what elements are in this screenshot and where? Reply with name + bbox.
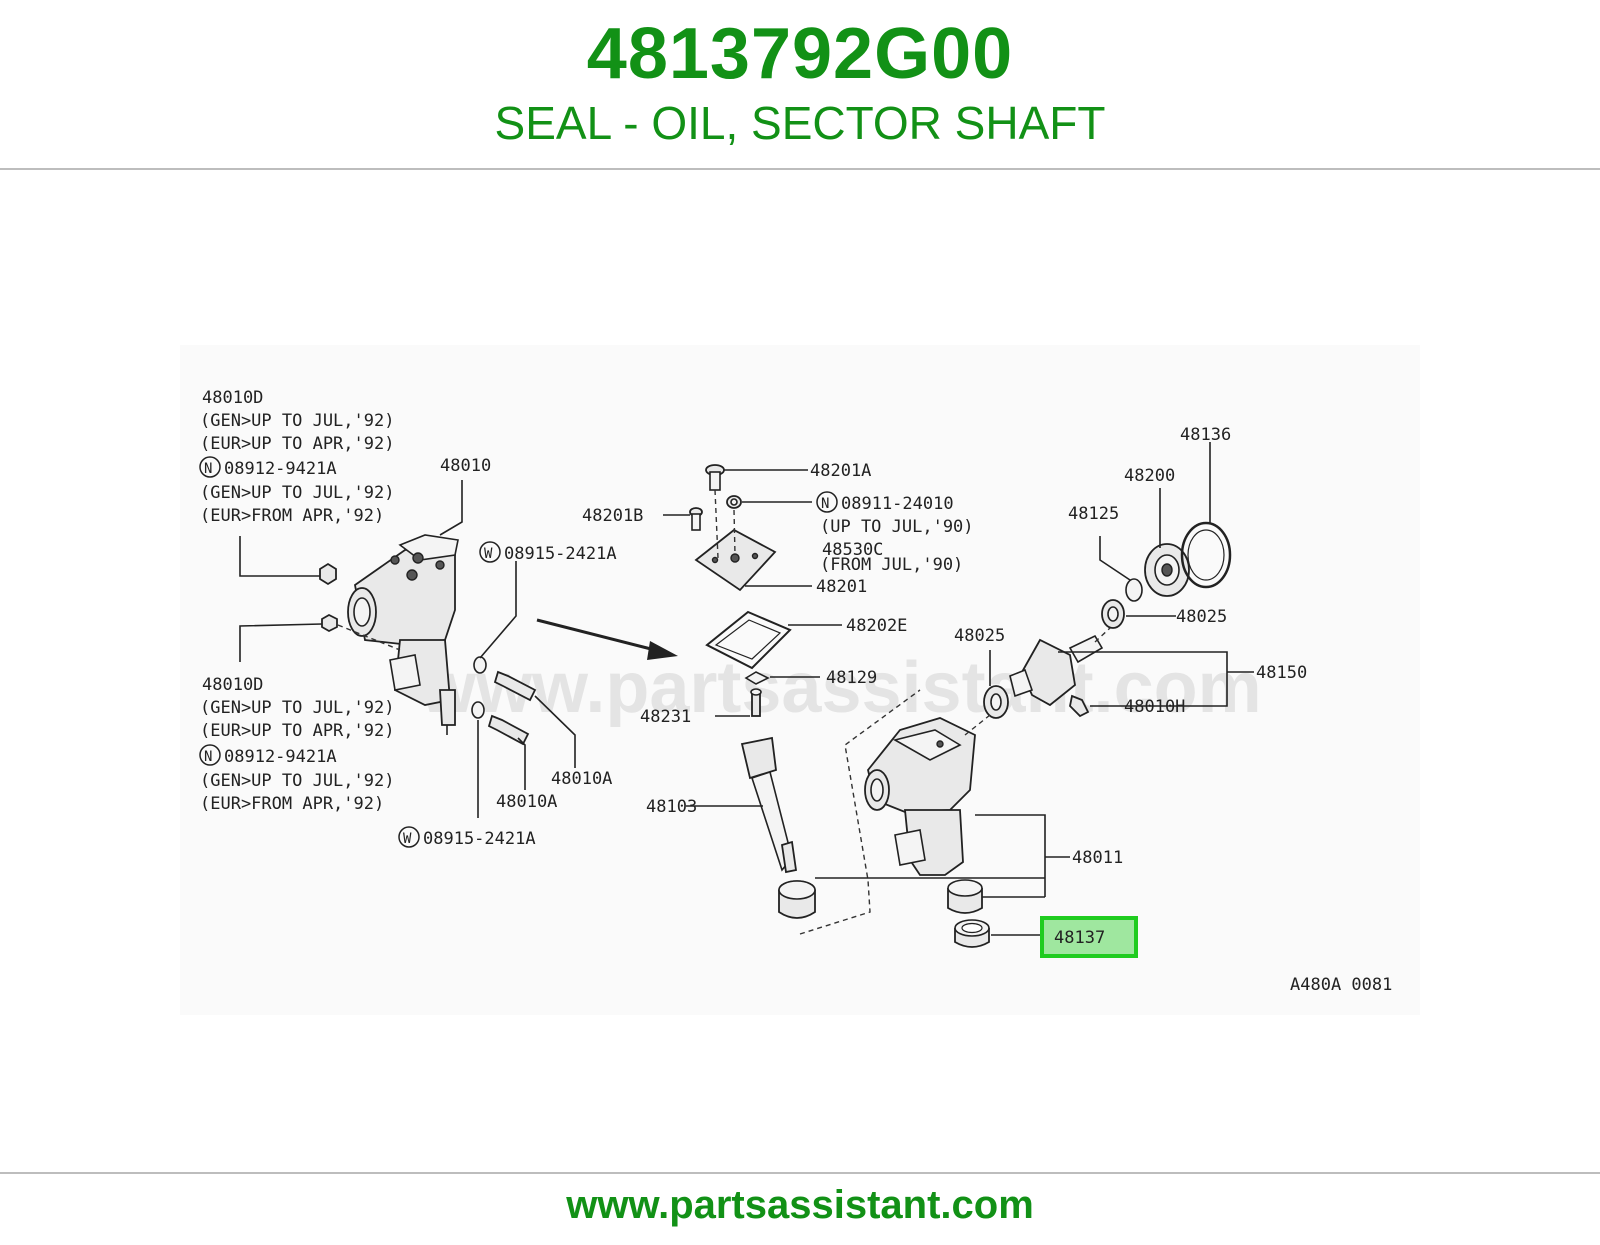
footer-divider	[0, 1172, 1600, 1174]
washer-upper	[473, 656, 487, 674]
n-symbol-c: N	[821, 496, 829, 512]
label-eur-from-apr92-b: (EUR>FROM APR,'92)	[200, 794, 384, 814]
diagram-code: A480A 0081	[1290, 975, 1392, 995]
bolt-48010h	[1069, 694, 1090, 718]
oil-seal-48137	[954, 919, 990, 948]
label-48103: 48103	[646, 797, 697, 817]
w-symbol-circle-b	[398, 826, 420, 848]
part-description: SEAL - OIL, SECTOR SHAFT	[494, 97, 1106, 149]
label-48530c: 48530C	[822, 540, 883, 560]
bushing-lower-left	[778, 880, 816, 919]
label-eur-up-to-apr92-a: (EUR>UP TO APR,'92)	[200, 434, 394, 454]
label-48137[interactable]: 48137	[1054, 928, 1105, 948]
label-from-jul90: (FROM JUL,'90)	[820, 555, 963, 575]
label-48201a: 48201A	[810, 461, 871, 481]
w-symbol-b: W	[403, 831, 412, 847]
label-48010: 48010	[440, 456, 491, 476]
label-n08911: 08911-24010	[841, 494, 954, 514]
label-48011: 48011	[1072, 848, 1123, 868]
n-symbol-circle-a	[199, 456, 221, 478]
highlight-box-48137[interactable]	[1040, 916, 1138, 958]
label-48201b: 48201B	[582, 506, 643, 526]
screw-48231	[750, 688, 762, 717]
label-gen-up-to-jul92-b: (GEN>UP TO JUL,'92)	[200, 483, 394, 503]
label-48010a-lower: 48010A	[496, 792, 557, 812]
label-48136: 48136	[1180, 425, 1231, 445]
bolt-48010a-upper	[493, 670, 537, 702]
steering-gear-assembly-left	[347, 534, 459, 735]
n-symbol-circle-b	[199, 744, 221, 766]
n-symbol-a: N	[204, 461, 212, 477]
footer-website-link[interactable]: www.partsassistant.com	[566, 1183, 1034, 1227]
label-48150: 48150	[1256, 663, 1307, 683]
washer-48129	[744, 671, 770, 685]
lock-nut-48136	[1180, 521, 1232, 589]
adjusting-plug-48200	[1144, 543, 1190, 597]
nut-48010d-upper	[319, 562, 337, 586]
label-48010h: 48010H	[1124, 697, 1185, 717]
bushing-48011	[947, 879, 983, 914]
label-48025-lower: 48025	[954, 626, 1005, 646]
label-48129: 48129	[826, 668, 877, 688]
label-up-to-jul90: (UP TO JUL,'90)	[820, 517, 974, 537]
label-eur-up-to-apr92-b: (EUR>UP TO APR,'92)	[200, 721, 394, 741]
label-48010d-lower: 48010D	[202, 675, 263, 695]
n-symbol-b: N	[204, 749, 212, 765]
nut-08911	[726, 495, 742, 509]
label-48202e: 48202E	[846, 616, 907, 636]
label-eur-from-apr92-a: (EUR>FROM APR,'92)	[200, 506, 384, 526]
w-symbol-circle-a	[479, 541, 501, 563]
label-gen-up-to-jul92-d: (GEN>UP TO JUL,'92)	[200, 771, 394, 791]
bearing-48025-lower	[983, 685, 1009, 719]
cover-48201	[694, 528, 777, 592]
bolt-48201b	[689, 507, 703, 531]
label-48025-upper: 48025	[1176, 607, 1227, 627]
watermark-text: www.partsassistant.com	[419, 648, 1262, 728]
label-w08915-b: 08915-2421A	[423, 829, 536, 849]
nut-48010d-lower	[321, 613, 338, 633]
part-number-title: 4813792G00	[586, 14, 1014, 94]
label-n08912-b: 08912-9421A	[224, 747, 337, 767]
gasket-48202e	[705, 610, 792, 670]
arrow-icon	[536, 618, 678, 660]
washer-lower	[471, 701, 485, 719]
label-48231: 48231	[640, 707, 691, 727]
gear-housing-48011	[864, 717, 976, 876]
bolt-48201a	[705, 464, 725, 491]
label-48200: 48200	[1124, 466, 1175, 486]
worm-shaft-48150	[1009, 634, 1104, 707]
w-symbol-a: W	[484, 546, 493, 562]
label-48010d-upper: 48010D	[202, 388, 263, 408]
label-w08915-a: 08915-2421A	[504, 544, 617, 564]
label-48125: 48125	[1068, 504, 1119, 524]
label-48201: 48201	[816, 577, 867, 597]
label-gen-up-to-jul92-a: (GEN>UP TO JUL,'92)	[200, 411, 394, 431]
label-n08912-a: 08912-9421A	[224, 459, 337, 479]
label-48010a-upper: 48010A	[551, 769, 612, 789]
bearing-48025-upper	[1101, 599, 1125, 629]
header-divider	[0, 168, 1600, 170]
label-gen-up-to-jul92-c: (GEN>UP TO JUL,'92)	[200, 698, 394, 718]
header: 4813792G00 SEAL - OIL, SECTOR SHAFT	[0, 0, 1600, 170]
sector-shaft-48103	[740, 736, 798, 874]
ring-48125	[1125, 578, 1143, 602]
n-symbol-circle-c	[816, 491, 838, 513]
